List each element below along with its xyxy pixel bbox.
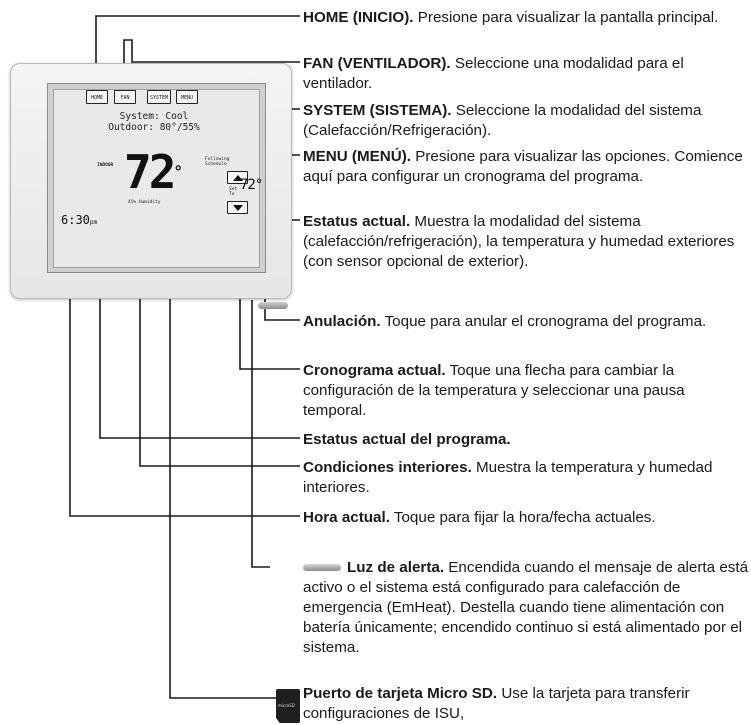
home-button[interactable]: HOME	[86, 90, 108, 104]
alert-light-icon	[303, 564, 341, 572]
set-temperature: 72°	[240, 177, 263, 193]
indoor-humidity: 45% Humidity	[128, 200, 161, 205]
callout-fan: FAN (VENTILADOR). Seleccione una modalid…	[303, 55, 684, 92]
thermostat-screen	[53, 89, 260, 268]
arrow-down-icon	[233, 205, 243, 211]
arrow-up-icon	[233, 175, 243, 181]
callout-override: Anulación. Toque para anular el cronogra…	[303, 313, 707, 330]
indoor-label: INDOOR	[97, 163, 114, 168]
current-time[interactable]: 6:30pm	[61, 213, 98, 227]
callout-current-status: Estatus actual. Muestra la modalidad del…	[303, 213, 735, 270]
callout-program-status: Estatus actual del programa.	[303, 431, 511, 448]
outdoor-conditions-text: Outdoor: 80°/55%	[108, 122, 200, 133]
system-mode-text: System: Cool	[119, 111, 189, 122]
callout-alert: Luz de alerta. Encendida cuando el mensa…	[303, 559, 749, 656]
menu-button[interactable]: MENU	[176, 90, 198, 104]
temp-down-button[interactable]	[227, 201, 248, 214]
callout-schedule: Cronograma actual. Toque una flecha para…	[303, 362, 685, 419]
leader-sd	[169, 298, 276, 699]
callout-time: Hora actual. Toque para fijar la hora/fe…	[303, 509, 656, 526]
callout-indoor: Condiciones interiores. Muestra la tempe…	[303, 459, 713, 496]
callout-home: HOME (INICIO). Presione para visualizar …	[303, 9, 719, 26]
leader-alert	[251, 300, 270, 568]
temp-up-button[interactable]	[227, 171, 248, 184]
callout-system: SYSTEM (SISTEMA). Seleccione la modalida…	[303, 102, 702, 139]
callout-menu: MENU (MENÚ). Presione para visualizar la…	[303, 148, 743, 185]
set-to-label: Set To	[229, 187, 238, 197]
system-button[interactable]: SYSTEM	[147, 90, 171, 104]
alert-light	[258, 302, 288, 309]
indoor-temperature: 72°	[124, 145, 184, 199]
callout-sd: Puerto de tarjeta Micro SD. Use la tarje…	[303, 685, 690, 722]
microsd-card-icon: microSD	[276, 689, 300, 723]
following-schedule-label[interactable]: Following Schedule	[205, 157, 230, 167]
fan-button[interactable]: FAN	[114, 90, 136, 104]
